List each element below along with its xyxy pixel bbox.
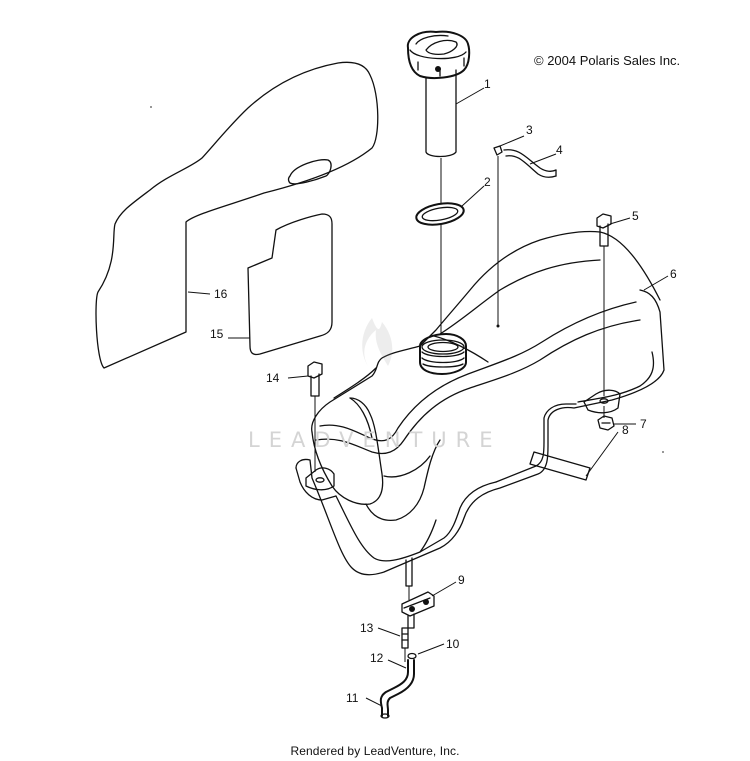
fitting-part-13	[401, 627, 409, 649]
callout-6: 6	[670, 267, 677, 281]
callout-9: 9	[458, 573, 465, 587]
callout-8: 8	[622, 423, 629, 437]
callout-2: 2	[484, 175, 491, 189]
o-ring-part-2	[415, 202, 465, 226]
callout-13: 13	[360, 621, 374, 635]
watermark-flame-icon	[362, 318, 393, 366]
callout-labels: 1 2 3 4 5 6 7 8 9 10 11 12 13 14 15 16	[210, 77, 677, 705]
callout-4: 4	[556, 143, 563, 157]
callout-3: 3	[526, 123, 533, 137]
watermark-text: LEADVENTURE	[248, 428, 502, 452]
hose-part-11-12	[379, 659, 415, 719]
leader-lines	[187, 87, 669, 707]
bolt-part-5	[596, 213, 612, 247]
callout-5: 5	[632, 209, 639, 223]
nut-part-7	[597, 415, 615, 431]
valve-part-9	[401, 591, 435, 629]
footer-credit: Rendered by LeadVenture, Inc.	[290, 744, 460, 758]
callout-11: 11	[346, 691, 359, 705]
assembly-lines	[314, 156, 605, 662]
callout-14: 14	[266, 371, 280, 385]
shield-part-16	[95, 61, 379, 369]
callout-15: 15	[210, 327, 224, 341]
clamp-part-10	[407, 652, 417, 660]
pad-part-15	[247, 213, 333, 356]
callout-16: 16	[214, 287, 228, 301]
fuel-cap-part-1	[406, 30, 471, 158]
copyright-notice: © 2004 Polaris Sales Inc.	[534, 53, 681, 68]
vent-part-3-4	[493, 145, 557, 178]
callout-7: 7	[640, 417, 647, 431]
fuel-tank-part-6	[295, 230, 665, 587]
callout-12: 12	[370, 651, 384, 665]
callout-10: 10	[446, 637, 460, 651]
bolt-part-14	[307, 361, 323, 397]
pad-part-8	[529, 451, 591, 481]
callout-1: 1	[484, 77, 491, 91]
